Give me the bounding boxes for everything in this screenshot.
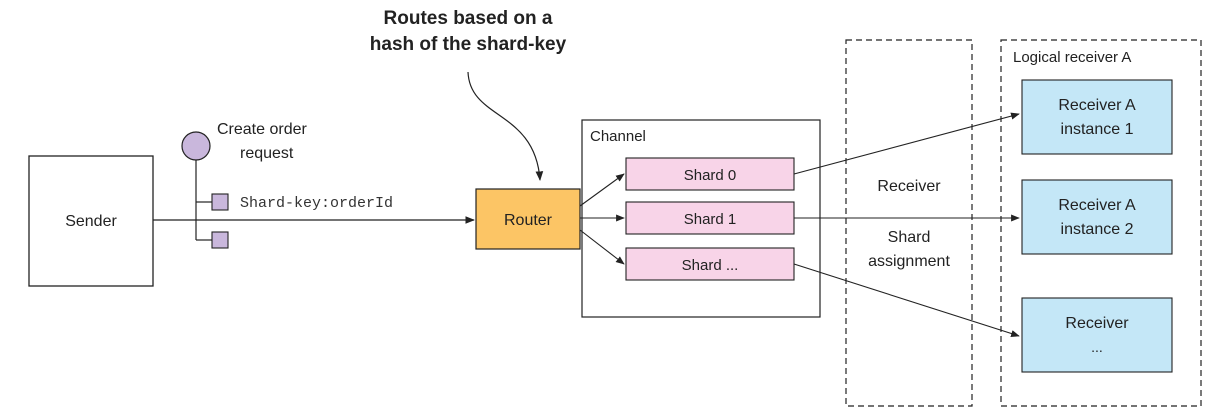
shard-n-receiver-arrow [793,263,1020,337]
callout-line-1: Routes based on a [384,8,553,29]
receiver-n-box [1021,297,1173,373]
shard-0-receiver-arrow [793,112,1020,175]
shard-assignment-line-1: Receiver [877,178,941,195]
shard-n-box [625,247,795,281]
logical-receiver-title: Logical receiver A [1013,49,1131,66]
receiver-instance-2-line-1: Receiver A [1058,197,1136,214]
router-shard-0-arrow [579,173,625,207]
message-label-line-2: request [240,145,294,162]
receiver-n-line-1: Receiver [1065,315,1129,332]
callout-line-2: hash of the shard-key [370,34,567,55]
header-square-icon [211,193,229,211]
shard-assignment-line-2: Shard [888,229,931,246]
shard-0-label: Shard 0 [684,167,737,184]
router-box [475,188,581,250]
message-label-line-1: Create order [217,121,307,138]
sender-label: Sender [65,213,117,230]
message-icon [181,131,211,161]
receiver-instance-2-line-2: instance 2 [1061,221,1134,238]
router-label: Router [504,212,553,229]
logical-receiver-box [1000,39,1202,407]
shard-assignment-box [845,39,973,407]
body-square-icon [211,231,229,249]
receiver-instance-1-line-1: Receiver A [1058,97,1136,114]
shard-0-box [625,157,795,191]
channel-title: Channel [590,128,646,145]
receiver-instance-1-box [1021,79,1173,155]
receiver-n-line-2: ... [1091,339,1103,355]
shard-assignment-line-3: assignment [868,253,950,270]
callout-arrow [467,71,544,181]
shard-n-label: Shard ... [682,257,739,274]
sender-box [28,155,154,287]
receiver-instance-2-box [1021,179,1173,255]
message-header-text: Shard-key:orderId [240,195,393,212]
router-shard-n-arrow [579,229,625,265]
receiver-instance-1-line-2: instance 1 [1061,121,1134,138]
shard-1-label: Shard 1 [684,211,737,228]
